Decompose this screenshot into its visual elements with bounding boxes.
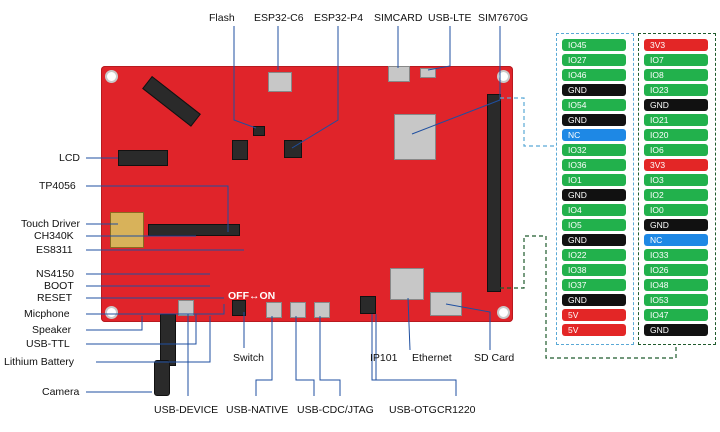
pin-io33: IO33 (644, 249, 708, 261)
mount-hole (105, 306, 118, 319)
label-usb-ttl: USB-TTL (26, 338, 70, 350)
lcd-connector (118, 150, 168, 166)
pin-io26: IO26 (644, 264, 708, 276)
mount-hole (497, 306, 510, 319)
pin-3v3: 3V3 (644, 39, 708, 51)
label-lcd: LCD (59, 152, 81, 164)
label-ip101: IP101 (370, 352, 398, 364)
label-esp32-c6: ESP32-C6 (254, 12, 304, 24)
label-camera: Camera (42, 386, 80, 398)
touch-connector (110, 212, 144, 248)
label-speaker: Speaker (32, 324, 72, 336)
pin-gnd: GND (644, 99, 708, 111)
pin-gnd: GND (562, 234, 626, 246)
pin-panel-left (556, 33, 634, 345)
label-tp4056: TP4056 (39, 180, 76, 192)
label-micphone: Micphone (24, 308, 70, 320)
power-switch (232, 300, 246, 316)
usb-port (314, 302, 330, 318)
pin-io3: IO3 (644, 174, 708, 186)
pin-panel-right (638, 33, 716, 345)
connector-block (232, 140, 248, 160)
label-reset: RESET (37, 292, 73, 304)
pin-gnd: GND (644, 324, 708, 336)
label-lithium-battery: Lithium Battery (4, 356, 75, 368)
usb-port (290, 302, 306, 318)
esp32-c6-module (268, 72, 292, 92)
label-es8311: ES8311 (36, 244, 73, 256)
pin-io47: IO47 (644, 309, 708, 321)
pin-io20: IO20 (644, 129, 708, 141)
mount-hole (105, 70, 118, 83)
label-simcard: SIMCARD (374, 12, 423, 24)
pin-io54: IO54 (562, 99, 626, 111)
pin-io21: IO21 (644, 114, 708, 126)
label-usb-lte: USB-LTE (428, 12, 472, 24)
label-sim7670g: SIM7670G (478, 12, 529, 24)
pin-io36: IO36 (562, 159, 626, 171)
pin-io5: IO5 (562, 219, 626, 231)
pin-nc: NC (562, 129, 626, 141)
label-usb-otg: USB-OTG (389, 404, 437, 416)
usb-port (178, 300, 194, 316)
pin-gnd: GND (562, 84, 626, 96)
pin-gnd: GND (562, 189, 626, 201)
pin-io46: IO46 (562, 69, 626, 81)
pin-io32: IO32 (562, 144, 626, 156)
camera-module (154, 360, 170, 396)
pin-gnd: GND (562, 294, 626, 306)
pin-3v3: 3V3 (644, 159, 708, 171)
pin-io27: IO27 (562, 54, 626, 66)
pin-io45: IO45 (562, 39, 626, 51)
label-off-on: OFF↔ON (228, 290, 276, 302)
label-cr1220: CR1220 (437, 404, 476, 416)
label-usb-device: USB-DEVICE (154, 404, 219, 416)
pin-io53: IO53 (644, 294, 708, 306)
pin-gnd: GND (644, 219, 708, 231)
sim7670g-module (394, 114, 436, 160)
pin-io48: IO48 (644, 279, 708, 291)
label-ethernet: Ethernet (412, 352, 452, 364)
ip101-chip (360, 296, 376, 314)
label-sd-card: SD Card (474, 352, 515, 364)
pin-io7: IO7 (644, 54, 708, 66)
pin-io0: IO0 (644, 204, 708, 216)
pin-io6: IO6 (644, 144, 708, 156)
label-usb-cdc-jtag: USB-CDC/JTAG (297, 404, 374, 416)
simcard-slot (388, 66, 410, 82)
pin-io1: IO1 (562, 174, 626, 186)
label-switch: Switch (233, 352, 264, 364)
label-flash: Flash (209, 12, 235, 24)
pin-io2: IO2 (644, 189, 708, 201)
pin-nc: NC (644, 234, 708, 246)
pin-io8: IO8 (644, 69, 708, 81)
label-ns4150: NS4150 (36, 268, 74, 280)
pin-io4: IO4 (562, 204, 626, 216)
label-touch-driver: Touch Driver (21, 218, 80, 230)
gpio-header (487, 94, 501, 292)
pin-io22: IO22 (562, 249, 626, 261)
label-usb-native: USB-NATIVE (226, 404, 289, 416)
flash-chip (253, 126, 265, 136)
pin-5v: 5V (562, 309, 626, 321)
pin-io23: IO23 (644, 84, 708, 96)
ethernet-port (390, 268, 424, 300)
usb-port (266, 302, 282, 318)
label-esp32-p4: ESP32-P4 (314, 12, 364, 24)
usb-lte-port (420, 68, 436, 78)
pin-io38: IO38 (562, 264, 626, 276)
label-ch340k: CH340K (34, 230, 74, 242)
label-boot: BOOT (44, 280, 74, 292)
pin-io37: IO37 (562, 279, 626, 291)
pin-gnd: GND (562, 114, 626, 126)
pin-5v: 5V (562, 324, 626, 336)
